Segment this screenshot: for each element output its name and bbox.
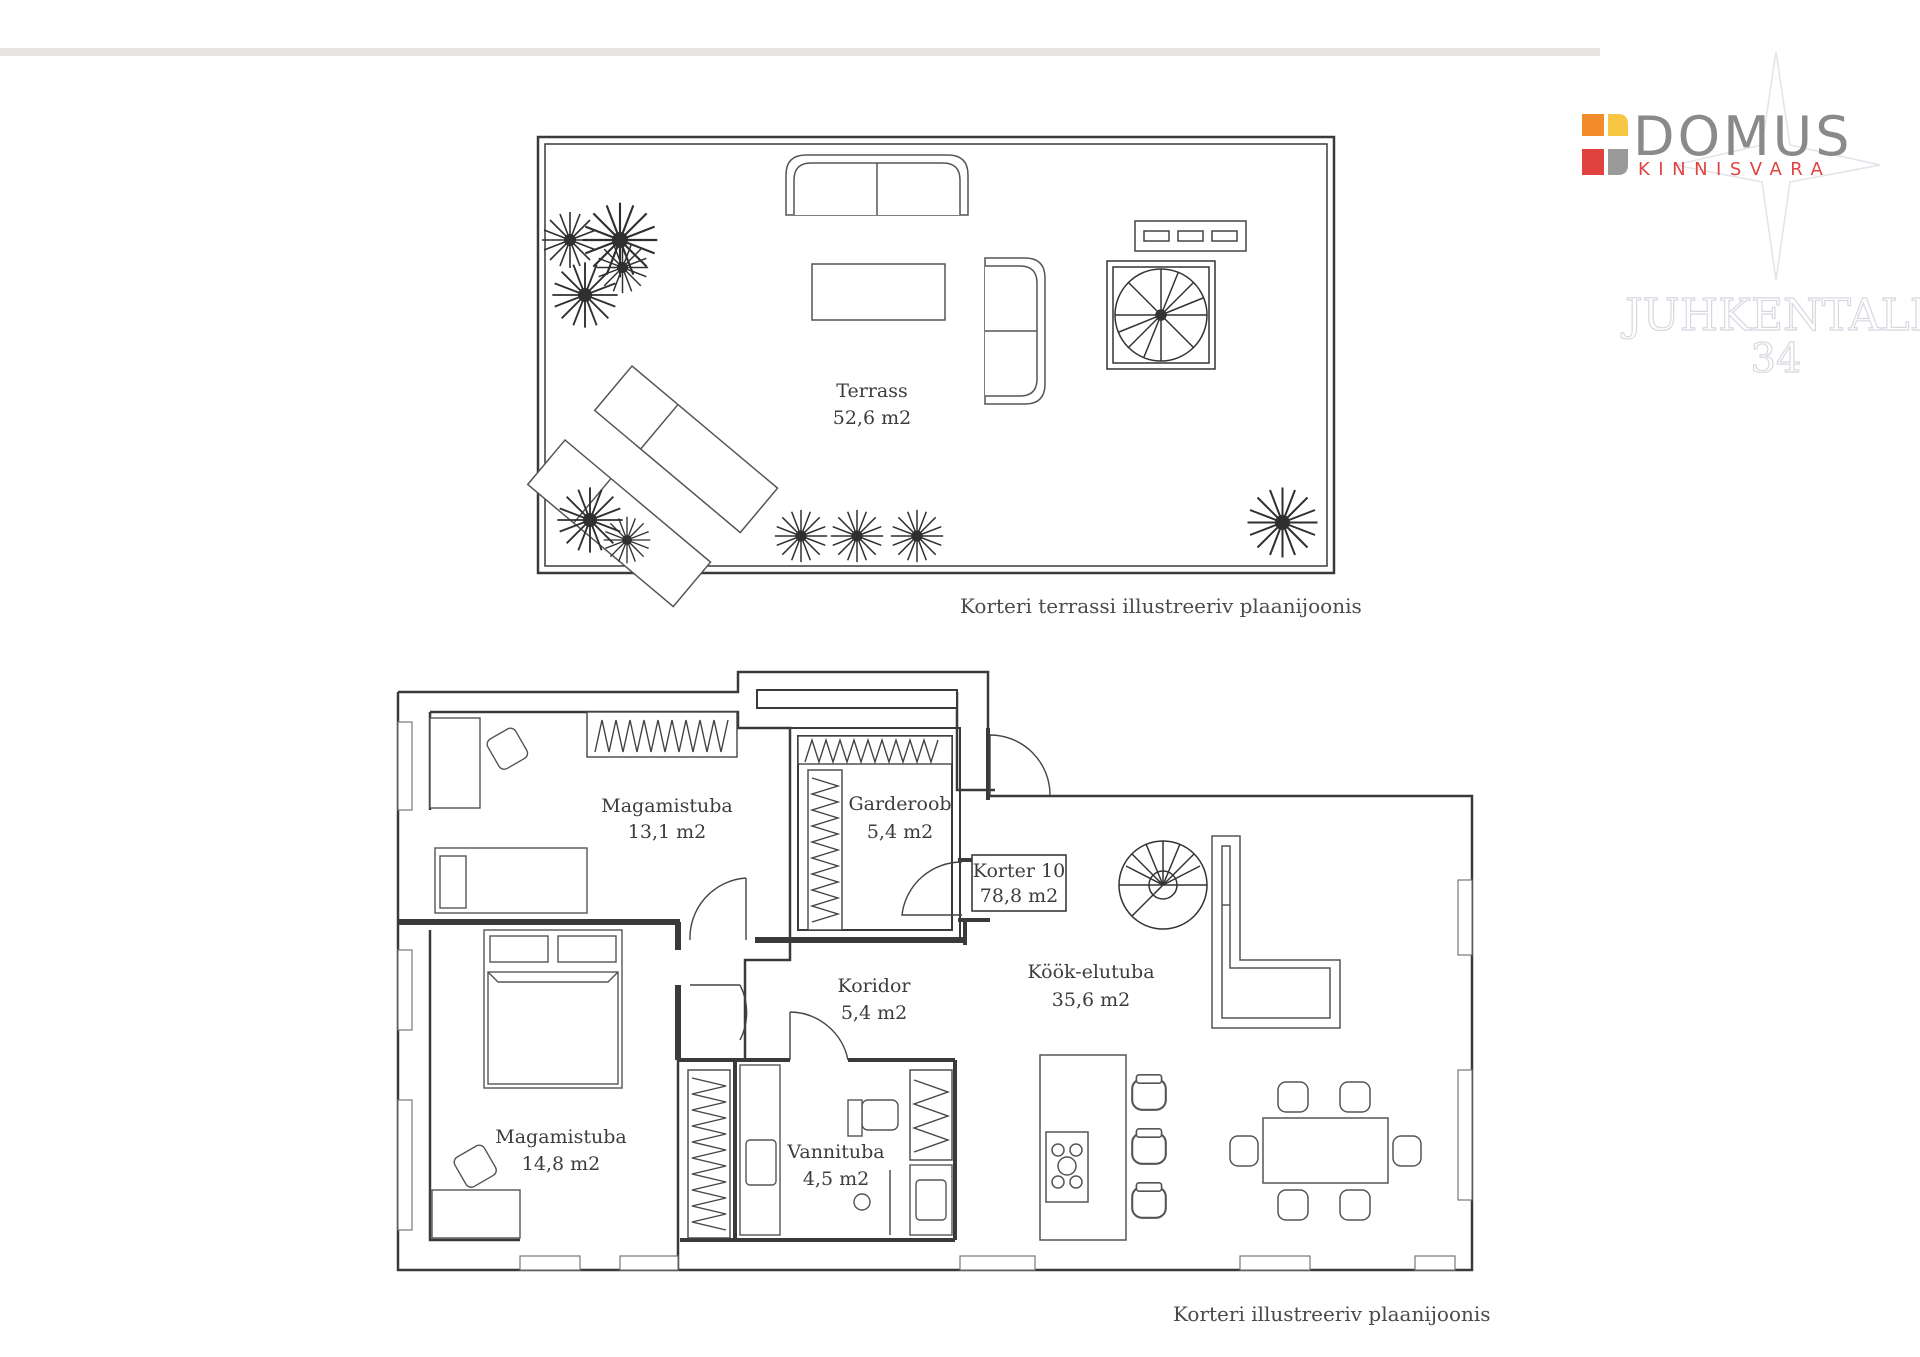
bathroom-name: Vannituba [786,1141,884,1163]
bedroom1-area: 13,1 m2 [628,821,706,843]
terrace-sofa-top [785,154,969,216]
terrace-plan: Terrass 52,6 m2 [526,135,1336,608]
logo-square-orange [1582,114,1604,136]
terrace-table [811,263,946,321]
bedroom2-area: 14,8 m2 [522,1153,600,1175]
project-mark-line1: JUHKENTALI [1621,290,1920,341]
apartment-caption: Korteri illustreeriv plaanijoonis [1173,1302,1491,1326]
logo-wordmark: DOMUS [1633,105,1852,168]
door-swings [689,734,1051,1061]
project-mark-line2: 34 [1751,336,1802,382]
corridor-name: Koridor [838,975,912,997]
terrace-spiral-stair [1106,260,1216,370]
terrace-vents [1134,220,1247,252]
kitchen-island [1039,1054,1167,1241]
brand-logo: DOMUS KINNISVARA [1582,51,1881,281]
wardrobe-bedroom1 [586,711,953,1239]
logo-square-red [1582,149,1604,175]
bedroom1-name: Magamistuba [601,795,732,817]
terrace-room-area: 52,6 m2 [833,407,911,429]
kitchen-living-area: 35,6 m2 [1052,989,1130,1011]
bedroom2-name: Magamistuba [495,1126,626,1148]
garderoob-area: 5,4 m2 [867,821,933,843]
terrace-plants [541,201,1319,564]
project-mark: JUHKENTALI 34 [1620,289,1920,382]
windows [397,721,1473,1271]
dining-table [1229,1081,1422,1221]
terrace-sofa-side [984,257,1046,405]
terrace-sunloungers [526,364,779,608]
terrace-caption: Korteri terrassi illustreeriv plaanijoon… [960,594,1362,618]
bathroom-fixtures [739,1064,953,1236]
terrace-room-name: Terrass [836,380,907,402]
top-divider-bar [0,48,1600,56]
bedroom1-furniture [429,717,588,914]
unit-name: Korter 10 [973,860,1065,882]
garderoob-name: Garderoob [848,793,951,815]
bathroom-area: 4,5 m2 [803,1168,869,1190]
unit-area: 78,8 m2 [980,885,1058,907]
corridor-area: 5,4 m2 [841,1002,907,1024]
bathroom-walls [678,1058,957,1242]
apartment-plan: Korter 10 78,8 m2 [396,670,1474,1272]
logo-submark: KINNISVARA [1638,159,1831,180]
living-sofa [1211,835,1341,1029]
kitchen-living-name: Köök-elutuba [1027,961,1154,983]
bedroom2-bed [431,929,623,1239]
living-spiral-stair [1118,840,1208,930]
